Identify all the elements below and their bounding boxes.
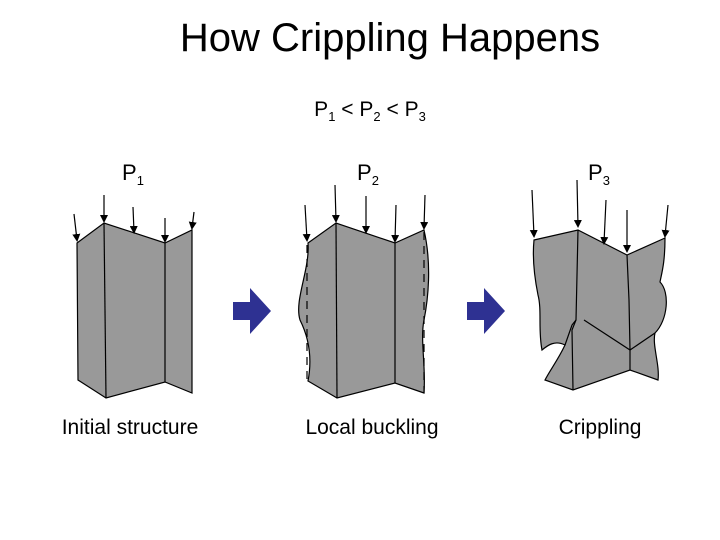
local-buckling-figure — [298, 184, 430, 399]
stage-3-load-arrows — [529, 179, 670, 253]
progress-arrow-2 — [467, 288, 505, 334]
stage-3-column — [532, 229, 667, 391]
stage-3-tear — [564, 319, 577, 346]
stage-2-column — [298, 222, 430, 399]
load-relation: P1 < P2 < P3 — [270, 98, 470, 124]
caption-initial-structure: Initial structure — [61, 416, 199, 439]
relation-p2: P — [359, 98, 374, 121]
crippling-figure — [529, 179, 670, 391]
stage-3-load-label: P3 — [588, 160, 610, 188]
relation-p2-sub: 2 — [373, 109, 381, 124]
progress-arrow-1 — [233, 288, 271, 334]
stage-3-fold-right — [626, 254, 631, 370]
stage-3-crease — [583, 319, 656, 351]
slide-title: How Crippling Happens — [179, 16, 601, 60]
stage-1-column — [76, 222, 193, 399]
stage-2-load-label: P2 — [357, 160, 379, 188]
stage-1-load-label: P1 — [122, 160, 144, 188]
initial-structure-figure — [72, 195, 197, 399]
relation-op1: < — [341, 98, 354, 121]
stage-2-load-arrows — [302, 184, 429, 243]
stage-2-original-outline — [306, 232, 425, 393]
relation-op2: < — [386, 98, 399, 121]
relation-p1: P — [314, 98, 329, 121]
relation-p1-sub: 1 — [328, 109, 336, 124]
stage-2-fold-left — [335, 222, 338, 399]
caption-crippling: Crippling — [558, 416, 642, 439]
stage-1-fold-left — [103, 222, 107, 399]
stage-3-fold-left — [571, 229, 579, 391]
stage-1-load-arrows — [72, 195, 197, 243]
caption-local-buckling: Local buckling — [305, 416, 439, 439]
relation-p3: P — [404, 98, 419, 121]
relation-p3-sub: 3 — [418, 109, 426, 124]
